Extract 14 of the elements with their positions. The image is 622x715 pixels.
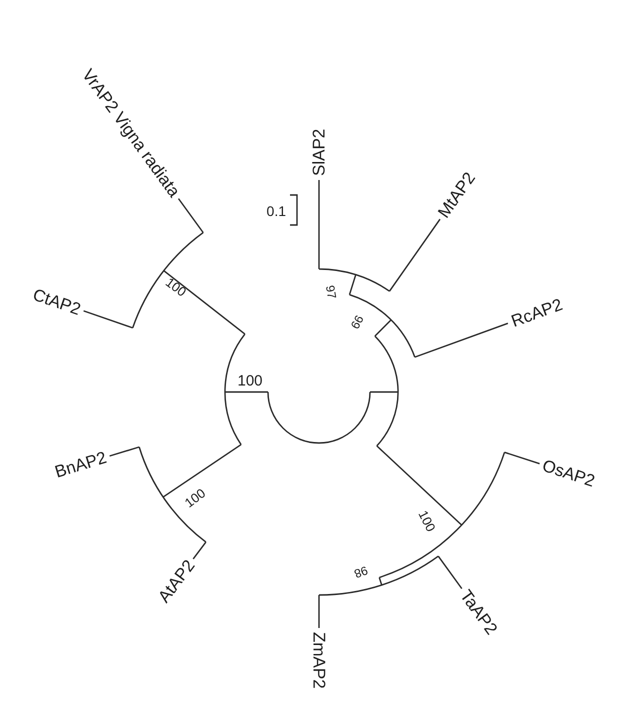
- scale-value: 0.1: [266, 204, 286, 218]
- bootstrap-value: 100: [416, 508, 438, 534]
- taxon-label: BnAP2: [52, 449, 108, 481]
- taxon-label: OsAP2: [540, 456, 598, 490]
- bootstrap-value: 98: [352, 564, 370, 580]
- bootstrap-value: 100: [182, 486, 208, 510]
- taxon-label: CtAP2: [30, 286, 83, 318]
- bootstrap-value: 100: [163, 275, 189, 299]
- bootstrap-value: 100: [237, 374, 263, 388]
- bootstrap-value: 97: [324, 284, 338, 300]
- taxon-label: RcAP2: [508, 296, 564, 330]
- taxon-label: SlAP2: [310, 128, 328, 176]
- taxon-label: ZmAP2: [310, 632, 328, 689]
- bootstrap-value: 99: [348, 313, 366, 331]
